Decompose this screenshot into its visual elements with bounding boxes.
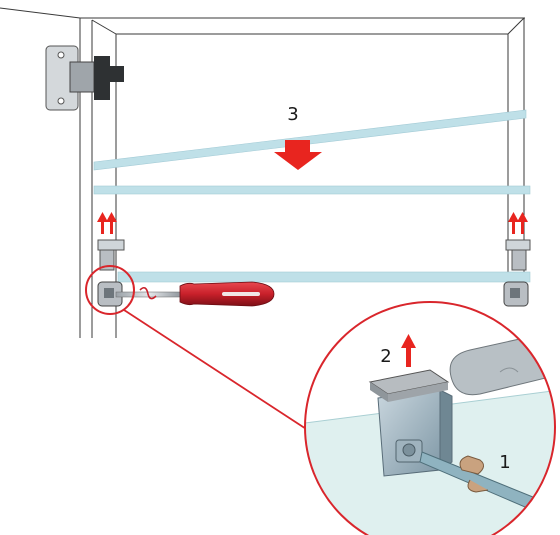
- zoomed-detail: [304, 301, 556, 535]
- glass-shelf-lower: [117, 271, 531, 283]
- screwdriver-icon: [115, 281, 275, 307]
- left-support-up-arrows-icon: [97, 212, 117, 234]
- right-support-up-arrows-icon: [508, 212, 528, 234]
- glass-shelf-middle: [93, 185, 531, 195]
- callout-connector: [123, 309, 321, 439]
- zoom-screwdriver-icon: [419, 451, 555, 523]
- step-3-label: 3: [287, 104, 298, 125]
- step-2-label: 2: [380, 346, 391, 367]
- step-2-up-arrow-icon: [401, 334, 416, 367]
- shelf-support-clip-icon: [503, 239, 531, 307]
- step-1-label: 1: [499, 452, 510, 473]
- zoom-glass-shelf: [305, 390, 555, 535]
- zoom-callout-ring: [304, 301, 556, 535]
- callout-circle: [85, 265, 135, 315]
- lower-shelf-arrow-icon: [274, 140, 322, 170]
- zoom-top-pad-icon: [368, 369, 450, 402]
- cabinet-hinge-icon: [45, 45, 124, 111]
- glass-shelves: [93, 109, 531, 283]
